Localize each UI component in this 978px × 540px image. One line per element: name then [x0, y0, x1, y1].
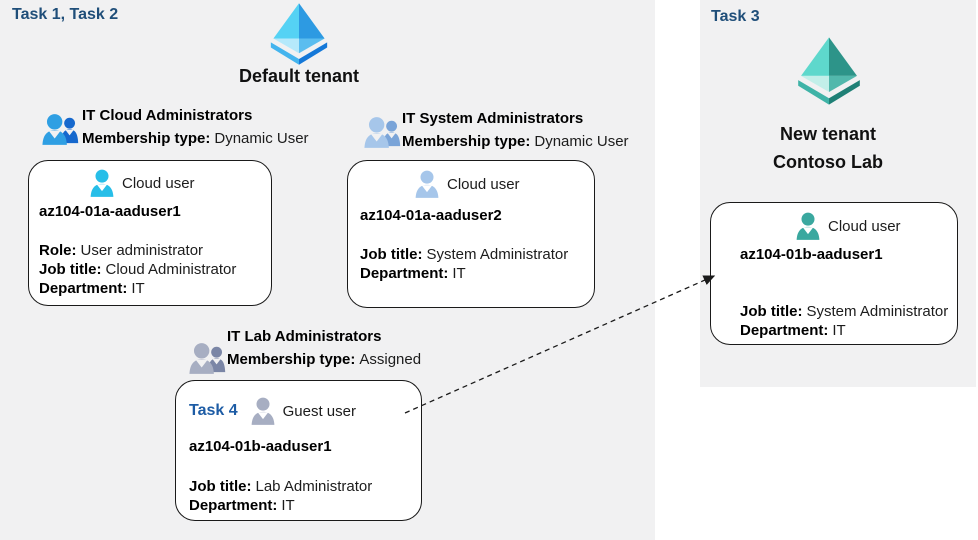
- group-title: IT Cloud Administrators: [82, 107, 253, 124]
- user-fields: Job title:System Administrator Departmen…: [360, 245, 568, 283]
- membership-value: Assigned: [359, 351, 422, 368]
- card-header: Cloud user: [795, 209, 901, 243]
- field-label: Job title:: [360, 246, 423, 263]
- guest-user-icon: [251, 397, 274, 425]
- user-type-label: Cloud user: [122, 174, 195, 192]
- field-label: Department:: [39, 280, 128, 297]
- user-fields: Role:User administrator Job title:Cloud …: [39, 241, 236, 298]
- task-1-2-label: Task 1, Task 2: [12, 6, 119, 23]
- field-label: Department:: [189, 497, 278, 514]
- field-label: Job title:: [740, 303, 803, 320]
- new-tenant-name-line1: New tenant: [779, 124, 876, 144]
- new-tenant-user-card: Cloud user az104-01b-aaduser1 Job title:…: [710, 202, 958, 345]
- field-value: IT: [452, 265, 466, 282]
- membership-value: Dynamic User: [214, 130, 309, 147]
- membership-label: Membership type:: [82, 130, 211, 147]
- group-icon-it-system-admins: [364, 117, 401, 148]
- field-label: Job title:: [39, 261, 102, 278]
- field-label: Department:: [740, 322, 829, 339]
- group-it-lab-admins: IT Lab Administrators Membership type:As…: [227, 325, 421, 371]
- user-card-aaduser1: Cloud user az104-01a-aaduser1 Role:User …: [28, 160, 272, 306]
- azure-ad-tenant-icon-blue: [270, 3, 328, 65]
- field-row: Department:IT: [39, 279, 236, 298]
- group-it-system-admins: IT System Administrators Membership type…: [402, 107, 629, 153]
- user-fields: Job title:Lab Administrator Department:I…: [189, 477, 372, 515]
- cloud-user-icon: [90, 169, 114, 197]
- cloud-user-icon: [796, 212, 820, 240]
- field-value: IT: [131, 280, 145, 297]
- field-value: System Administrator: [806, 303, 949, 320]
- field-row: Role:User administrator: [39, 241, 236, 260]
- user-type-label: Guest user: [282, 402, 356, 420]
- new-tenant-name-line2: Contoso Lab: [773, 152, 883, 172]
- group-membership: Membership type:Dynamic User: [402, 130, 629, 153]
- field-value: Cloud Administrator: [105, 261, 237, 278]
- user-name: az104-01a-aaduser1: [39, 203, 181, 220]
- cloud-user-icon: [415, 170, 439, 198]
- card-header: Cloud user: [89, 166, 195, 200]
- group-icon-it-cloud-admins: [42, 114, 79, 145]
- field-value: User administrator: [80, 242, 204, 259]
- field-value: Lab Administrator: [255, 478, 373, 495]
- user-name: az104-01b-aaduser1: [740, 246, 883, 263]
- user-type-label: Cloud user: [447, 175, 520, 193]
- membership-label: Membership type:: [227, 351, 356, 368]
- membership-value: Dynamic User: [534, 133, 629, 150]
- card-header: Cloud user: [414, 167, 520, 201]
- field-label: Job title:: [189, 478, 252, 495]
- field-row: Department:IT: [189, 496, 372, 515]
- group-icon-it-lab-admins: [189, 343, 226, 374]
- user-card-aaduser2: Cloud user az104-01a-aaduser2 Job title:…: [347, 160, 595, 308]
- field-value: IT: [832, 322, 846, 339]
- field-value: IT: [281, 497, 295, 514]
- membership-label: Membership type:: [402, 133, 531, 150]
- field-value: System Administrator: [426, 246, 569, 263]
- field-label: Department:: [360, 265, 449, 282]
- group-membership: Membership type:Assigned: [227, 348, 421, 371]
- azure-ad-tenant-icon-teal: [798, 37, 860, 105]
- card-header: Task 4 Guest user: [189, 394, 356, 428]
- field-row: Job title:System Administrator: [360, 245, 568, 264]
- user-name: az104-01a-aaduser2: [360, 207, 502, 224]
- group-membership: Membership type:Dynamic User: [82, 127, 309, 150]
- guest-user-card-aaduser1: Task 4 Guest user az104-01b-aaduser1 Job…: [175, 380, 422, 521]
- field-label: Role:: [39, 242, 77, 259]
- user-fields: Job title:System Administrator Departmen…: [740, 302, 948, 340]
- default-tenant-name: Default tenant: [238, 66, 359, 86]
- group-title: IT System Administrators: [402, 110, 584, 127]
- group-title: IT Lab Administrators: [227, 328, 382, 345]
- field-row: Department:IT: [740, 321, 948, 340]
- user-name: az104-01b-aaduser1: [189, 438, 332, 455]
- task-3-label: Task 3: [711, 8, 760, 25]
- field-row: Job title:Lab Administrator: [189, 477, 372, 496]
- task-4-label: Task 4: [189, 402, 238, 419]
- group-it-cloud-admins: IT Cloud Administrators Membership type:…: [82, 104, 309, 150]
- field-row: Department:IT: [360, 264, 568, 283]
- user-type-label: Cloud user: [828, 217, 901, 235]
- field-row: Job title:Cloud Administrator: [39, 260, 236, 279]
- field-row: Job title:System Administrator: [740, 302, 948, 321]
